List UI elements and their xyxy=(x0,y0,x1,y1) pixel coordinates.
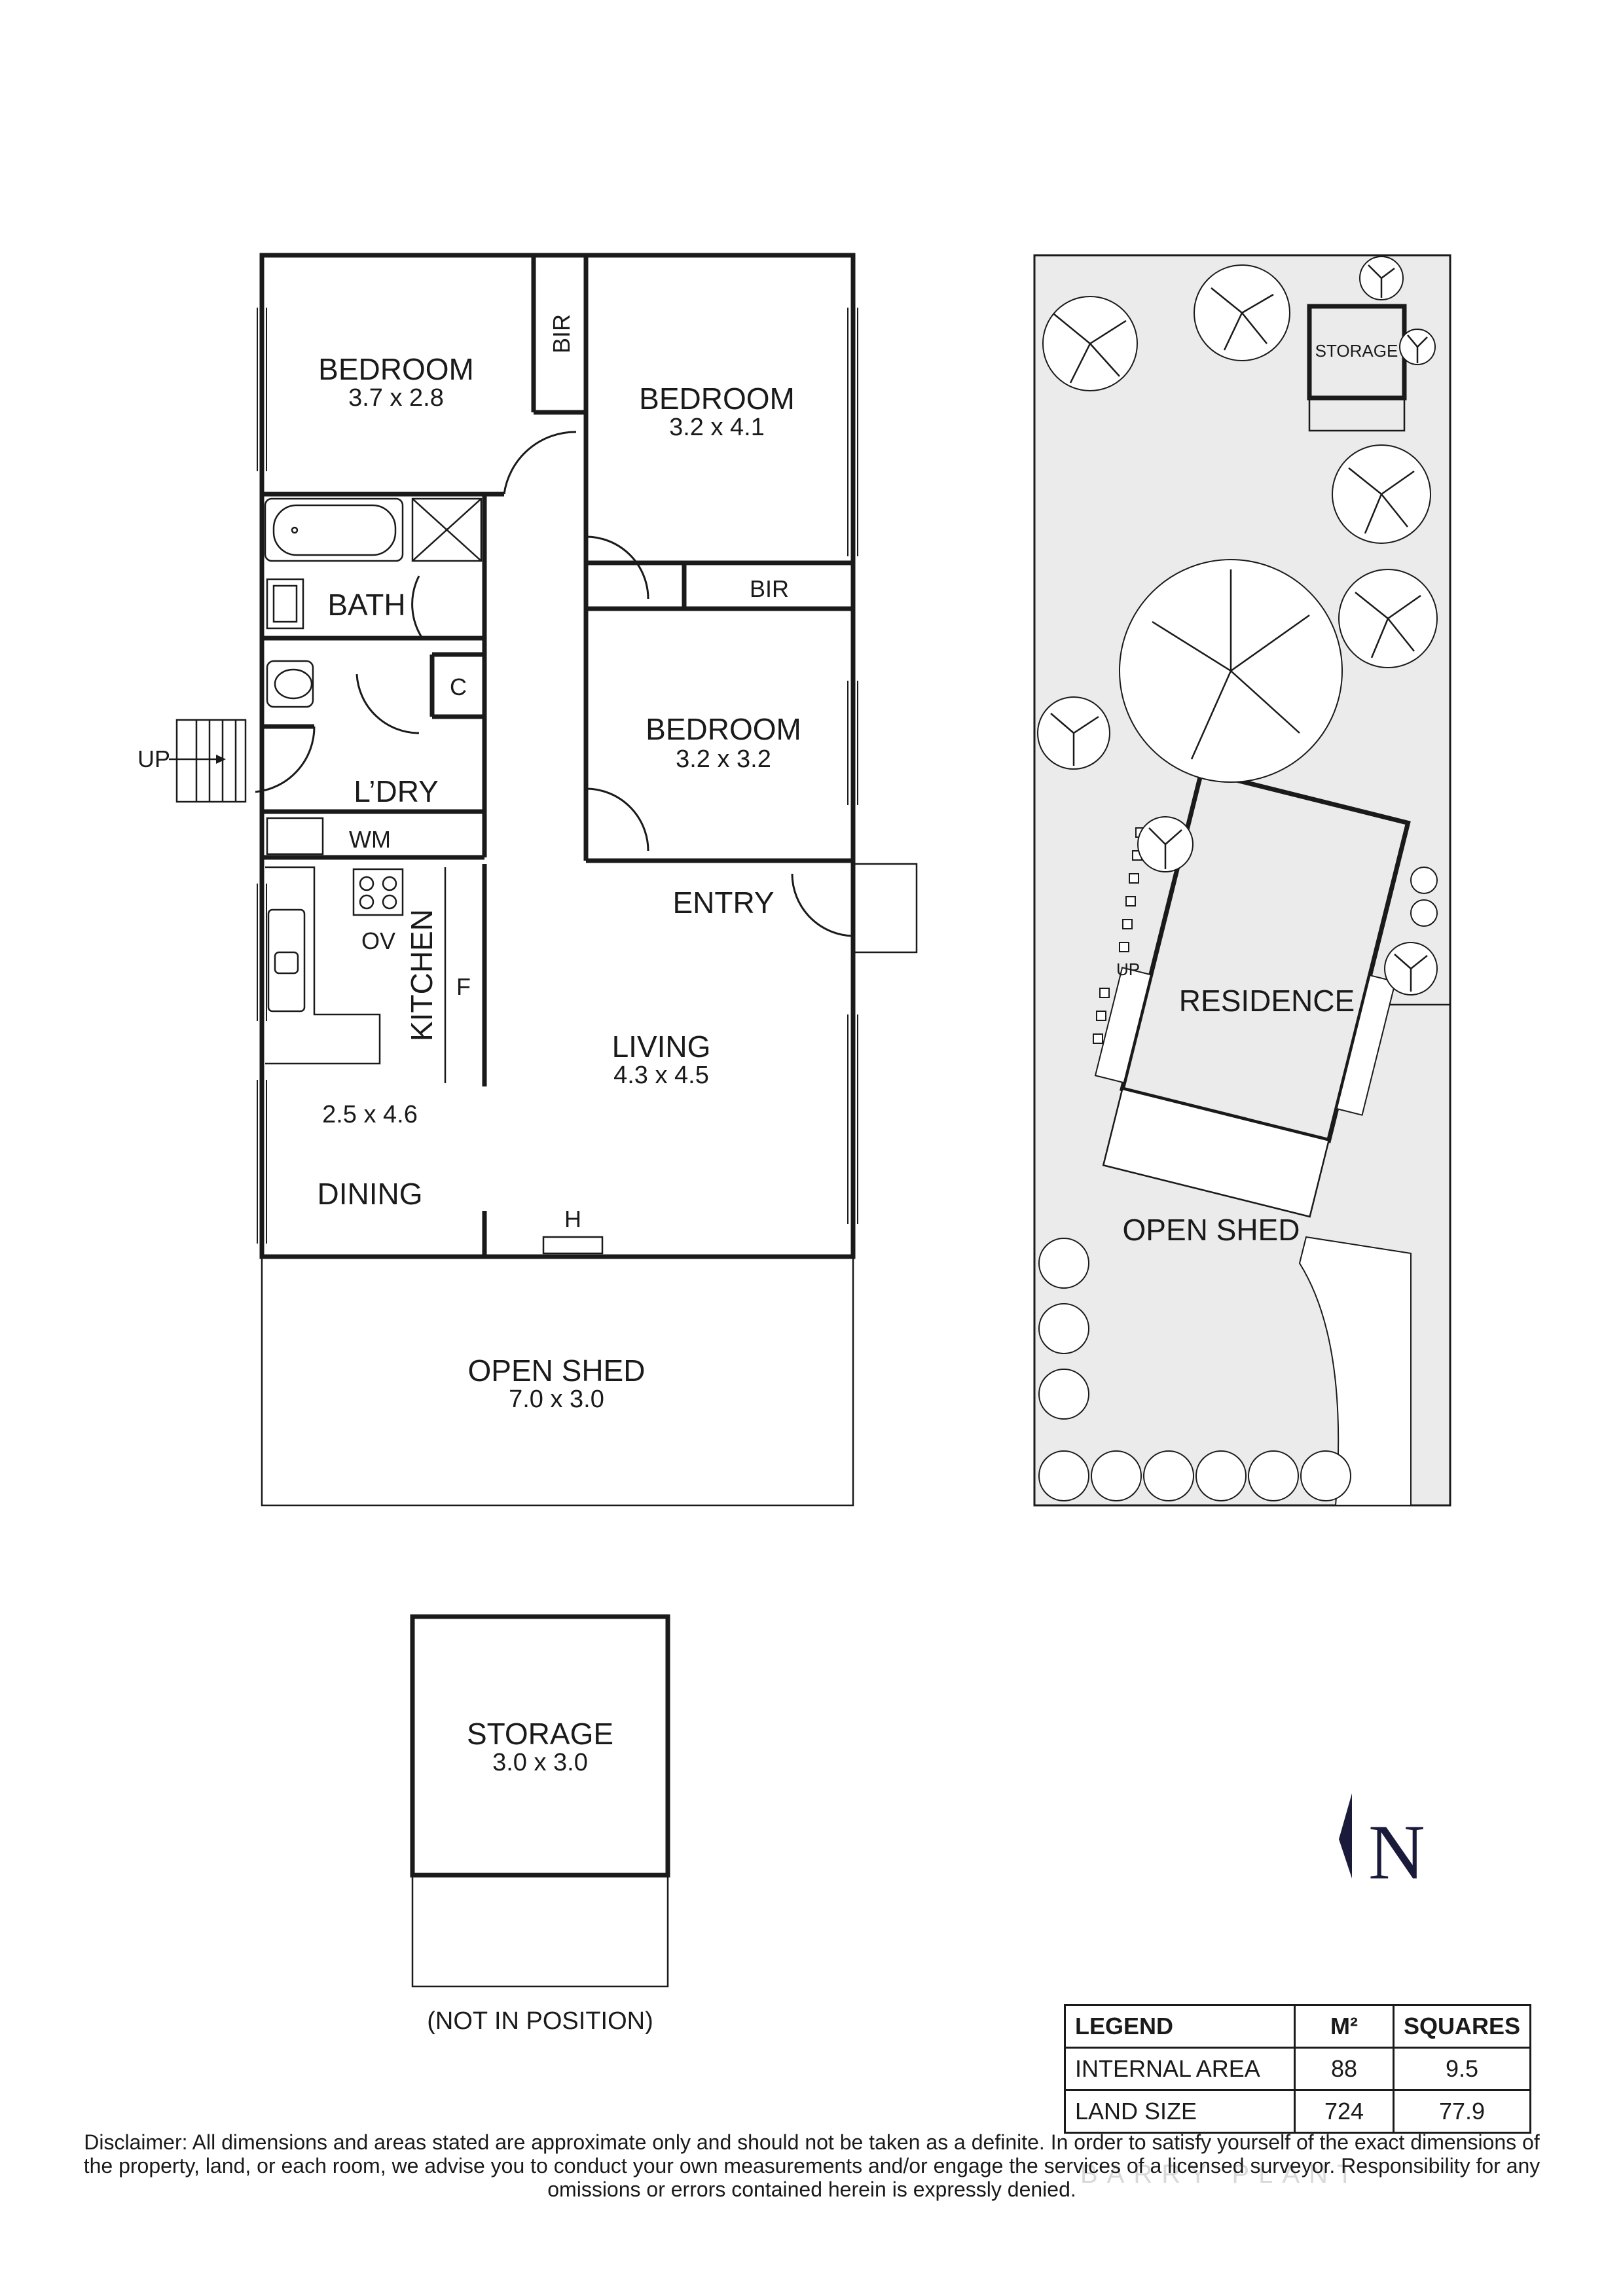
tree-icon xyxy=(1410,867,1438,894)
floor-plan: BEDROOM 3.7 x 2.8 BEDROOM 3.2 x 4.1 BEDR… xyxy=(137,253,918,2035)
vanity xyxy=(266,578,304,630)
residence-group xyxy=(1094,768,1411,1218)
cooktop xyxy=(352,868,404,916)
legend-header-m2: M² xyxy=(1294,2004,1395,2049)
tree-icon xyxy=(1399,329,1436,365)
tree-icon xyxy=(1359,256,1404,300)
site-up-label: UP xyxy=(1116,960,1140,979)
legend-row-squares: 9.5 xyxy=(1392,2047,1532,2091)
bedroom-2-name: BEDROOM xyxy=(639,382,795,416)
open-shed-outline xyxy=(261,1255,854,1507)
bedroom-3-dim: 3.2 x 3.2 xyxy=(676,745,771,773)
legend-header-label: LEGEND xyxy=(1064,2004,1296,2049)
legend-row-m2: 88 xyxy=(1294,2047,1395,2091)
heater-label: H xyxy=(564,1206,581,1232)
dining-label: DINING xyxy=(318,1177,423,1211)
site-plan: STORAGE RESIDENCE OPEN SHED UP xyxy=(1033,254,1451,1507)
door-swings xyxy=(255,431,918,954)
site-residence-deck xyxy=(1094,967,1152,1084)
kitchen-dining-dim: 2.5 x 4.6 xyxy=(322,1101,418,1128)
legend-row-label: LAND SIZE xyxy=(1064,2089,1296,2134)
shower xyxy=(411,497,483,562)
kitchen-bench xyxy=(265,866,381,1065)
bir-top-label: BIR xyxy=(548,314,575,353)
table-row: INTERNAL AREA 88 9.5 xyxy=(1064,2047,1532,2091)
north-label: N xyxy=(1368,1808,1425,1895)
up-label: UP xyxy=(137,745,170,772)
site-open-shed-label: OPEN SHED xyxy=(1123,1213,1300,1247)
bedroom-2-dim: 3.2 x 4.1 xyxy=(669,414,765,441)
tree-icon xyxy=(1037,696,1110,770)
living-name: LIVING xyxy=(612,1030,711,1064)
fridge-label: F xyxy=(456,973,471,1000)
bir-mid-label: BIR xyxy=(750,575,789,602)
open-shed-name: OPEN SHED xyxy=(468,1354,646,1388)
c-label: C xyxy=(450,673,467,700)
room-labels: BEDROOM 3.7 x 2.8 BEDROOM 3.2 x 4.1 BEDR… xyxy=(137,314,801,2035)
bath-label: BATH xyxy=(327,588,405,622)
fixtures xyxy=(264,497,604,1255)
north-arrow-icon xyxy=(1339,1793,1352,1878)
tree-icon xyxy=(1248,1450,1299,1501)
legend-header-squares: SQUARES xyxy=(1392,2004,1532,2049)
tree-icon xyxy=(1195,1450,1247,1501)
site-storage-label: STORAGE xyxy=(1315,341,1398,361)
tree-icon xyxy=(1038,1238,1089,1289)
brand-watermark: BARRY PLANT xyxy=(1080,2160,1362,2189)
table-row: LAND SIZE 724 77.9 xyxy=(1064,2089,1532,2134)
tree-icon xyxy=(1143,1450,1194,1501)
storage-apron xyxy=(411,1874,669,1988)
kitchen-label: KITCHEN xyxy=(405,909,439,1041)
living-dim: 4.3 x 4.5 xyxy=(613,1062,709,1089)
tree-icon xyxy=(1042,296,1138,391)
laundry-tub xyxy=(266,817,324,855)
tree-icon xyxy=(1038,1450,1089,1501)
legend-row-label: INTERNAL AREA xyxy=(1064,2047,1296,2091)
open-shed-dim: 7.0 x 3.0 xyxy=(509,1386,604,1413)
tree-icon xyxy=(1332,444,1431,544)
bedroom-1-dim: 3.7 x 2.8 xyxy=(348,384,444,412)
legend-header-row: LEGEND M² SQUARES xyxy=(1064,2004,1532,2049)
kitchen-sink xyxy=(267,908,306,1013)
site-storage xyxy=(1307,304,1407,401)
interior-walls xyxy=(262,255,853,1257)
tree-icon xyxy=(1338,569,1438,668)
disclaimer-text: Disclaimer: All dimensions and areas sta… xyxy=(83,2130,1541,2201)
tree-icon xyxy=(1038,1303,1089,1354)
tree-icon xyxy=(1119,559,1343,783)
legend-row-m2: 724 xyxy=(1294,2089,1395,2134)
tree-icon xyxy=(1038,1369,1089,1420)
trees xyxy=(1037,256,1438,1501)
windows xyxy=(257,308,858,1244)
laundry-label: L’DRY xyxy=(354,774,439,808)
stairs xyxy=(169,719,247,803)
tree-icon xyxy=(1194,264,1290,361)
north-compass: N xyxy=(1339,1793,1425,1895)
storage-name: STORAGE xyxy=(467,1717,613,1751)
tree-icon xyxy=(1091,1450,1142,1501)
tree-icon xyxy=(1300,1450,1351,1501)
tree-icon xyxy=(1137,816,1194,872)
tree-icon xyxy=(1384,942,1438,996)
area-legend-table: LEGEND M² SQUARES INTERNAL AREA 88 9.5 L… xyxy=(1064,2004,1532,2134)
bedroom-1-name: BEDROOM xyxy=(318,352,474,386)
not-in-position-label: (NOT IN POSITION) xyxy=(427,2007,653,2035)
residence-label: RESIDENCE xyxy=(1179,984,1355,1018)
heater xyxy=(542,1236,604,1255)
ov-label: OV xyxy=(361,927,395,954)
driveway xyxy=(1298,1236,1412,1506)
toilet xyxy=(266,660,314,708)
wm-label: WM xyxy=(349,826,391,853)
legend-row-squares: 77.9 xyxy=(1392,2089,1532,2134)
storage-dim: 3.0 x 3.0 xyxy=(492,1749,588,1776)
tree-icon xyxy=(1410,899,1438,927)
site-open-shed xyxy=(1102,1088,1330,1218)
bathtub xyxy=(264,497,404,562)
bedroom-3-name: BEDROOM xyxy=(646,712,801,746)
entry-label: ENTRY xyxy=(672,886,774,920)
